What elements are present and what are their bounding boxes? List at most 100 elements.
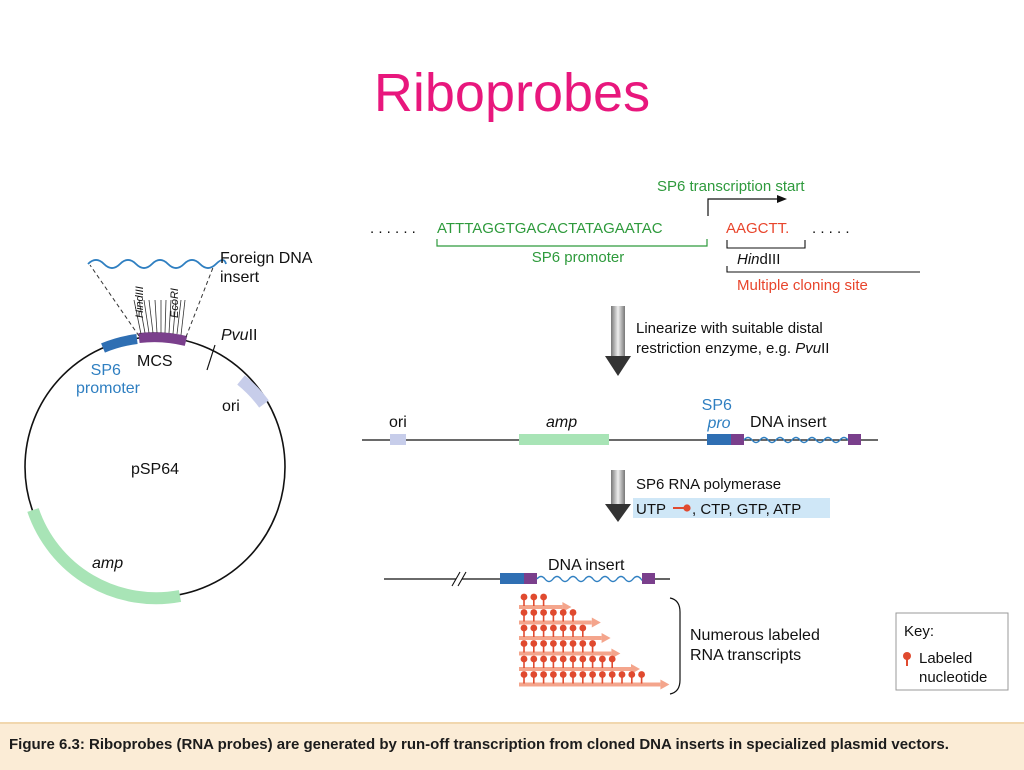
step-arrow-head-2 [605, 504, 631, 522]
labeled-nucleotide [530, 609, 538, 616]
labeled-nucleotide [608, 671, 616, 678]
transcription-start-label: SP6 transcription start [657, 178, 805, 195]
transcript-shaft [519, 682, 661, 687]
hindiii-sequence: AAGCTT. [726, 220, 789, 237]
labeled-nucleotide [530, 593, 538, 601]
rna-transcript [519, 640, 621, 659]
transcripts-brace [669, 597, 681, 695]
step-arrow-shaft-2 [611, 470, 625, 506]
transcription-start-arrowhead [777, 195, 787, 203]
ecori-site-label: EcoRI [169, 288, 181, 318]
transcript-shaft [519, 651, 612, 656]
labeled-nucleotide [530, 640, 538, 647]
labeled-nucleotide [569, 671, 577, 678]
labeled-nucleotide [569, 655, 577, 663]
labeled-nucleotide [520, 640, 528, 647]
linear-mcs-box-right [848, 434, 861, 445]
linear-amp-box [519, 434, 609, 445]
labeled-nucleotide [540, 609, 547, 616]
hindiii-bracket [726, 240, 806, 249]
polymerase-label: SP6 RNA polymerase [636, 476, 781, 493]
mcs-bracket-label: Multiple cloning site [737, 277, 868, 294]
utp-label: UTP [636, 501, 666, 518]
labeled-nucleotide [520, 671, 528, 678]
linear-sp6-box [707, 434, 731, 445]
labeled-nucleotide [618, 671, 626, 678]
labeled-nucleotide [530, 655, 538, 663]
transcript-shaft [519, 620, 592, 625]
labeled-nucleotide [559, 671, 567, 678]
hindiii-site-label: HindIII [134, 286, 146, 318]
labeled-nucleotide [559, 609, 567, 616]
pvuii-label: PvuII [221, 327, 257, 344]
labeled-nucleotide [540, 593, 547, 601]
labeled-nucleotide [569, 624, 577, 632]
labeled-nucleotide [530, 624, 538, 632]
transcripts-label: Numerous labeled RNA transcripts [690, 627, 824, 664]
labeled-nucleotide [520, 593, 528, 601]
linear-amp-label: amp [546, 414, 577, 431]
labeled-nucleotide [550, 655, 557, 663]
riboprobe-diagram: HindIII EcoRI Foreign DNA insert MCS Pvu… [24, 178, 1009, 695]
mcs-arc [138, 332, 188, 346]
ntp-list: , CTP, GTP, ATP [692, 501, 801, 518]
labeled-nucleotide [540, 655, 547, 663]
transcription-panel: DNA insert Numerous labeled RNA transcri… [384, 557, 824, 695]
step-arrow-head-1 [605, 356, 631, 376]
labeled-nucleotide [540, 624, 547, 632]
key-frame [895, 612, 1009, 691]
transcript-shaft [519, 605, 563, 609]
labeled-nucleotide [589, 640, 596, 647]
labeled-nucleotide [589, 671, 596, 678]
hindiii-bracket-label: HindIII [737, 251, 780, 268]
linear-plasmid-map: ori amp SP6 pro DNA insert [362, 397, 878, 445]
sequence-panel: SP6 transcription start . . . . . . ATTT… [370, 178, 920, 294]
labeled-nucleotide [550, 609, 557, 616]
template-insert-label: DNA insert [548, 557, 625, 574]
transcript-shaft [519, 636, 602, 640]
ntp-box [633, 498, 830, 518]
labeled-nucleotide [520, 655, 528, 663]
sequence-leading-dots: . . . . . . [370, 220, 416, 237]
labeled-nucleotide [540, 671, 547, 678]
linear-ori-box [390, 434, 406, 445]
labeled-nucleotide [589, 655, 596, 663]
labeled-nucleotide [559, 640, 567, 647]
pvuii-tick [206, 344, 216, 371]
linearize-step: Linearize with suitable distal restricti… [605, 306, 829, 376]
transcript-arrowhead [601, 633, 611, 643]
amp-gene-arc [27, 508, 182, 605]
template-mcs-box-left [524, 573, 537, 584]
sequence-trailing-dots: . . . . . [812, 220, 850, 237]
sp6-promoter-sequence: ATTTAGGTGACACTATAGAATAC [437, 220, 663, 237]
insert-dashed-left [89, 264, 140, 337]
caption-bar [0, 722, 1024, 770]
labeled-nucleotide [530, 671, 538, 678]
template-insert-wave [536, 575, 645, 583]
template-sp6-box [500, 573, 524, 584]
labeled-nucleotide [638, 671, 645, 678]
amp-label: amp [92, 555, 123, 572]
rna-transcripts [519, 593, 670, 690]
linear-sp6-pro-label: SP6 pro [702, 397, 737, 432]
utp-label-dot [683, 504, 691, 512]
linear-insert-wave [743, 436, 853, 444]
labeled-nucleotide [579, 671, 587, 678]
labeled-nucleotide [599, 655, 606, 663]
linear-insert-label: DNA insert [750, 414, 827, 431]
mcs-label: MCS [137, 353, 173, 370]
labeled-nucleotide [520, 624, 528, 632]
key-box: Key: Labeled nucleotide [895, 612, 1009, 691]
labeled-nucleotide [579, 655, 587, 663]
labeled-nucleotide [569, 609, 577, 616]
linearize-text: Linearize with suitable distal restricti… [636, 320, 829, 357]
linear-mcs-box-left [731, 434, 744, 445]
linear-ori-label: ori [389, 414, 407, 431]
labeled-nucleotide [599, 671, 606, 678]
mcs-fan-lines [133, 299, 186, 336]
labeled-nucleotide [550, 640, 557, 647]
labeled-nucleotide [540, 640, 547, 647]
ori-arc [237, 375, 269, 408]
labeled-nucleotide [550, 624, 557, 632]
